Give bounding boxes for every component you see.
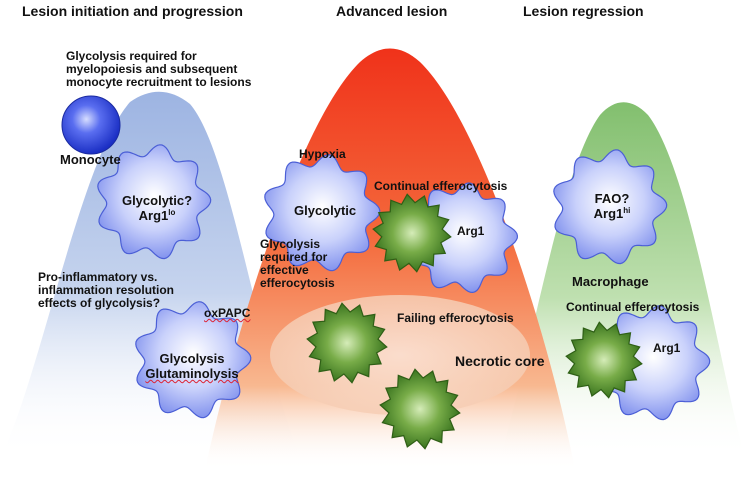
- glycolysis-question: Pro-inflammatory vs. inflammation resolu…: [38, 270, 175, 310]
- apoptotic-cell-engulfed-advanced: [372, 193, 452, 273]
- header-advanced: Advanced lesion: [336, 3, 448, 19]
- macrophage-glycolytic-cell: [97, 144, 212, 260]
- continual-efferocytosis-regression: Continual efferocytosis: [566, 300, 700, 314]
- apoptotic-cell-core-2: [379, 368, 461, 450]
- failing-efferocytosis-label: Failing efferocytosis: [397, 311, 514, 325]
- glycolysis-required-label: Glycolysis required for effective effero…: [260, 237, 335, 290]
- header-regression: Lesion regression: [523, 3, 644, 19]
- macrophage-hypoxia-cell: [264, 154, 381, 272]
- header-initiation: Lesion initiation and progression: [22, 3, 243, 19]
- macrophage-glycolytic-label: Glycolytic? Arg1lo: [121, 193, 193, 223]
- glycolysis-note: Glycolysis required for myelopoiesis and…: [66, 49, 252, 89]
- arg1-regression: Arg1: [653, 341, 681, 355]
- oxpapc-label: oxPAPC: [204, 306, 251, 320]
- macrophage-glutaminolysis-label: Glycolysis Glutaminolysis: [145, 351, 239, 381]
- macrophage-glutaminolysis-cell: [135, 301, 252, 419]
- glycolytic-label: Glycolytic: [294, 203, 357, 218]
- macrophage-fao-label: FAO? Arg1hi: [593, 191, 631, 221]
- arg1-advanced: Arg1: [457, 224, 485, 238]
- apoptotic-cell-engulfed-regression: [565, 321, 643, 399]
- continual-efferocytosis-advanced: Continual efferocytosis: [374, 179, 508, 193]
- macrophage-label: Macrophage: [572, 274, 649, 289]
- apoptotic-cell-core-1: [306, 302, 388, 384]
- hypoxia-label: Hypoxia: [299, 147, 346, 161]
- monocyte-label: Monocyte: [60, 152, 121, 167]
- necrotic-core-label: Necrotic core: [455, 353, 545, 369]
- monocyte-cell: [61, 95, 121, 155]
- macrophage-regression-cell: [553, 149, 668, 265]
